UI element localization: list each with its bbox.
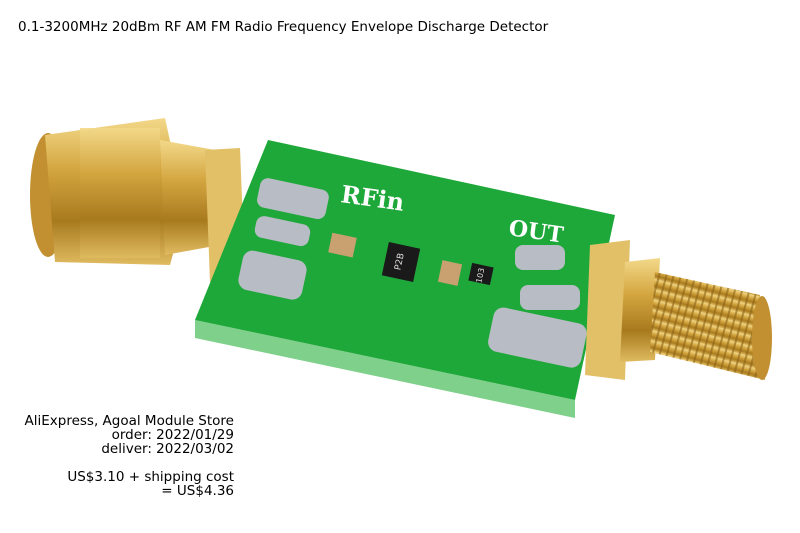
price: US$3.10 + shipping cost xyxy=(67,469,234,485)
order-date: order: 2022/01/29 xyxy=(111,427,234,443)
chip-marking: P2B xyxy=(393,252,406,271)
purchase-info: AliExpress, Agoal Module Store order: 20… xyxy=(25,414,234,498)
left-sma-connector xyxy=(30,118,245,282)
resistor-marking: 103 xyxy=(474,267,486,284)
store-name: AliExpress, Agoal Module Store xyxy=(24,413,234,429)
right-sma-connector xyxy=(585,240,772,380)
total-price: = US$4.36 xyxy=(161,483,234,499)
deliver-date: deliver: 2022/03/02 xyxy=(101,441,234,457)
pcb-board: RFin OUT P2B 103 xyxy=(195,140,615,418)
page-title: 0.1-3200MHz 20dBm RF AM FM Radio Frequen… xyxy=(18,19,549,35)
